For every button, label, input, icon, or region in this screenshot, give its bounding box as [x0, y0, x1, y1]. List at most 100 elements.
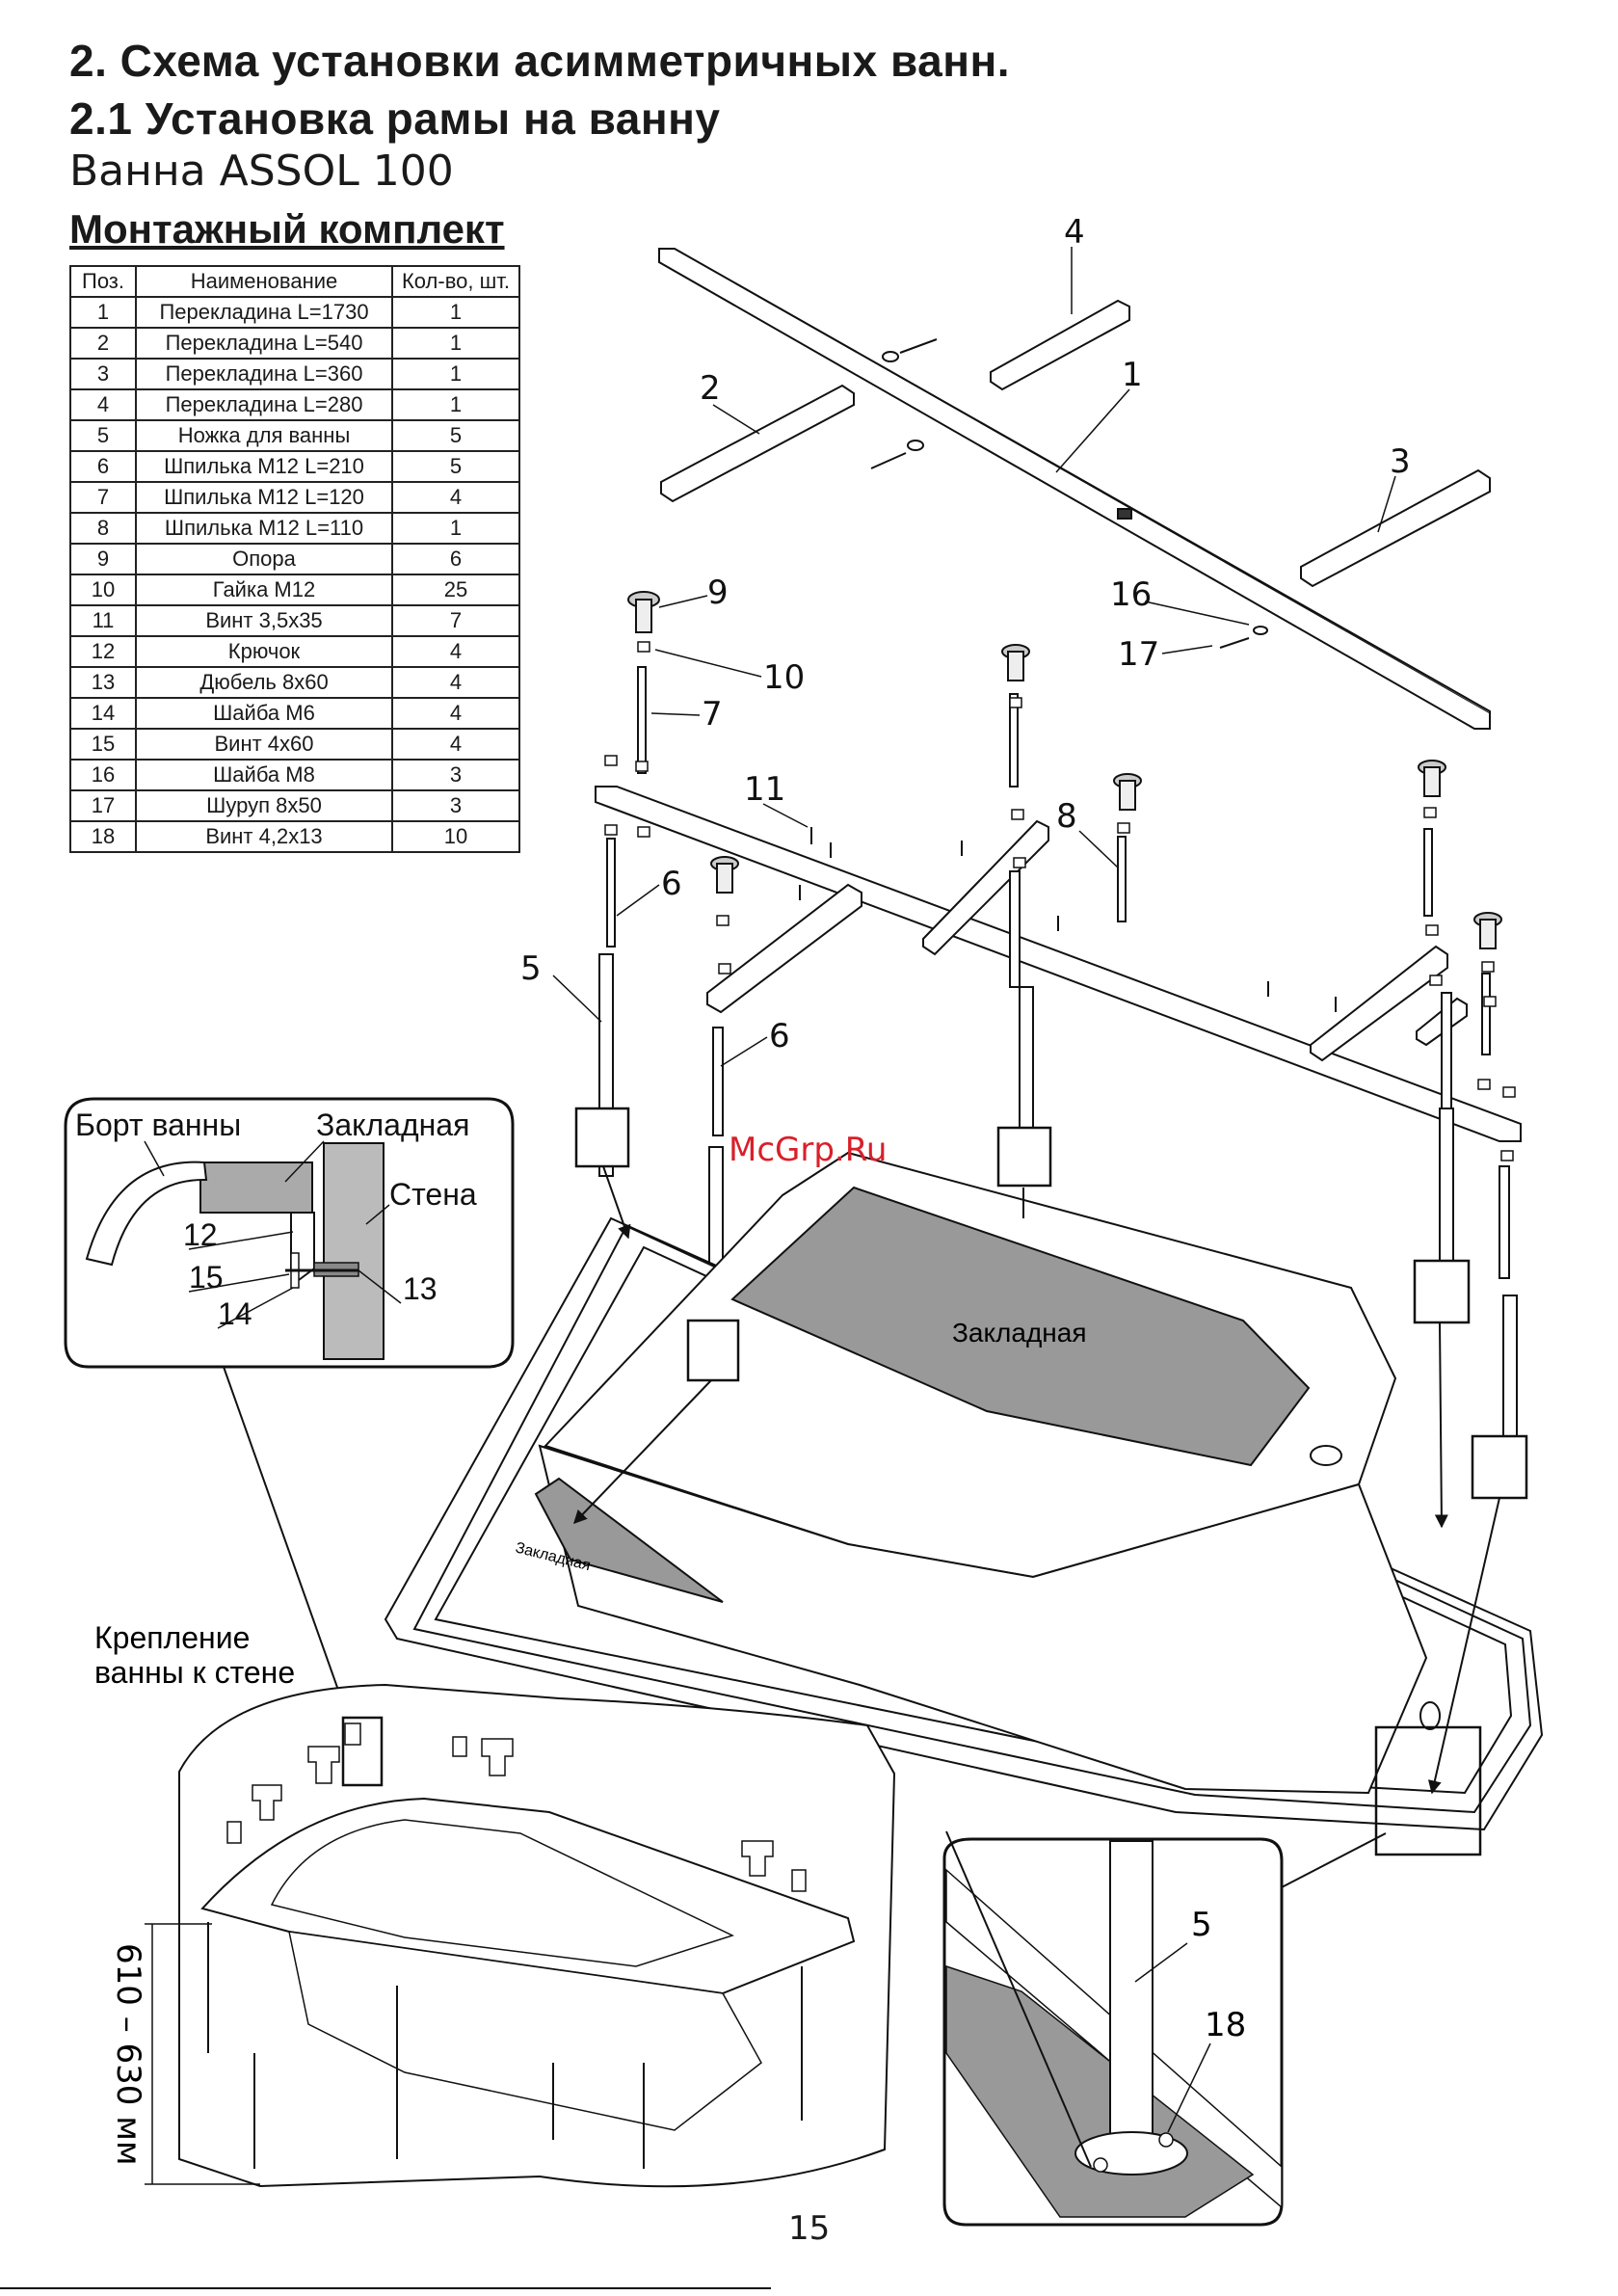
cell-pos: 11 [69, 604, 137, 637]
label-embed: Закладная [316, 1108, 469, 1142]
cell-name: Перекладина L=540 [135, 327, 393, 360]
support-e [710, 856, 739, 894]
label-bath-rim: Борт ванны [75, 1108, 241, 1142]
cell-qty: 3 [391, 759, 520, 791]
detail-leader [223, 1366, 352, 1726]
wall-mount-overview: 610 – 630 мм Крепление ванны к стене [94, 1620, 896, 2188]
callout-2: 2 [700, 369, 721, 408]
callout-6b: 6 [769, 1017, 790, 1055]
bath-model-title: Ванна ASSOL 100 [69, 147, 454, 196]
cell-qty: 10 [391, 820, 520, 853]
callout-4: 4 [1064, 213, 1085, 252]
cell-qty: 4 [391, 666, 520, 699]
cell-qty: 5 [391, 450, 520, 483]
callout-16: 16 [1110, 575, 1152, 614]
foot-leg [1109, 1840, 1154, 2149]
col-header-pos: Поз. [69, 265, 137, 298]
callouts: 4 2 1 3 9 16 17 10 7 11 8 6 5 6 [520, 213, 1411, 1055]
support-b [1001, 644, 1030, 681]
cell-qty: 4 [391, 697, 520, 730]
frame-lower-assembly [595, 786, 1522, 1142]
wall-section [323, 1142, 385, 1360]
support-d [1418, 760, 1446, 797]
foot-detail-callout: 5 18 [942, 1830, 1387, 2227]
cell-name: Перекладина L=280 [135, 388, 393, 421]
cell-name: Шпилька М12 L=120 [135, 481, 393, 514]
placement-arrows [573, 1165, 1500, 1795]
cell-pos: 6 [69, 450, 137, 483]
cell-qty: 6 [391, 543, 520, 575]
lower-bar-right [1310, 945, 1448, 1062]
support-a [627, 591, 660, 633]
screws [799, 827, 1337, 1012]
col-header-name: Наименование [135, 265, 393, 298]
foot-detail-leader [1281, 1832, 1387, 1888]
cell-pos: 4 [69, 388, 137, 421]
cell-pos: 8 [69, 512, 137, 545]
callout-6a: 6 [661, 865, 682, 903]
cell-qty: 1 [391, 296, 520, 329]
cell-name: Крючок [135, 635, 393, 668]
cell-qty: 7 [391, 604, 520, 637]
cell-name: Опора [135, 543, 393, 575]
callout-7: 7 [702, 695, 723, 734]
crossbar-1 [658, 248, 1491, 730]
callout-8: 8 [1056, 797, 1077, 836]
cell-qty: 25 [391, 574, 520, 606]
cell-name: Гайка М12 [135, 574, 393, 606]
cell-qty: 5 [391, 419, 520, 452]
height-dimension [145, 1923, 260, 2185]
bathtub-overflow [1419, 1701, 1441, 1730]
cell-pos: 16 [69, 759, 137, 791]
cell-name: Шуруп 8х50 [135, 789, 393, 822]
supports [627, 591, 1502, 949]
cell-name: Шайба М8 [135, 759, 393, 791]
cell-name: Шайба М6 [135, 697, 393, 730]
support-c [1113, 773, 1142, 811]
wall-hooks [226, 1722, 807, 1892]
cell-qty: 1 [391, 327, 520, 360]
callout-12: 12 [183, 1217, 218, 1252]
cell-name: Ножка для ванны [135, 419, 393, 452]
embed-plate-large [730, 1186, 1311, 1467]
embed-plate-small [534, 1477, 724, 1603]
wall-detail-callout: Борт ванны Закладная Стена 12 15 14 13 [64, 1097, 515, 1726]
bathtub-basin-wall [538, 1444, 1428, 1795]
cell-qty: 3 [391, 789, 520, 822]
leg-detail-boxes [574, 1107, 1528, 1856]
callout-5a: 5 [520, 949, 542, 988]
bath-rim-profile [85, 1161, 208, 1267]
section-heading: 2. Схема установки асимметричных ванн. [69, 36, 1011, 86]
col-header-qty: Кол-во, шт. [391, 265, 520, 298]
callout-1: 1 [1122, 356, 1143, 394]
upper-bolts [870, 338, 1268, 649]
callout-17: 17 [1118, 635, 1159, 674]
kit-title: Монтажный комплект [69, 206, 505, 252]
frame-upper-assembly [658, 248, 1491, 730]
small-bath-inner [270, 1819, 735, 1967]
embed-label-large: Закладная [952, 1318, 1087, 1348]
nuts [604, 641, 1516, 1161]
crossbar-1-clamp [1117, 508, 1132, 520]
height-dim-label: 610 – 630 мм [109, 1943, 147, 2166]
cell-pos: 7 [69, 481, 137, 514]
callout-11: 11 [744, 770, 785, 809]
cell-qty: 4 [391, 635, 520, 668]
cell-pos: 5 [69, 419, 137, 452]
cell-name: Перекладина L=360 [135, 358, 393, 390]
cell-pos: 14 [69, 697, 137, 730]
cell-name: Винт 4х60 [135, 728, 393, 761]
bathtub-drain [1310, 1445, 1342, 1466]
